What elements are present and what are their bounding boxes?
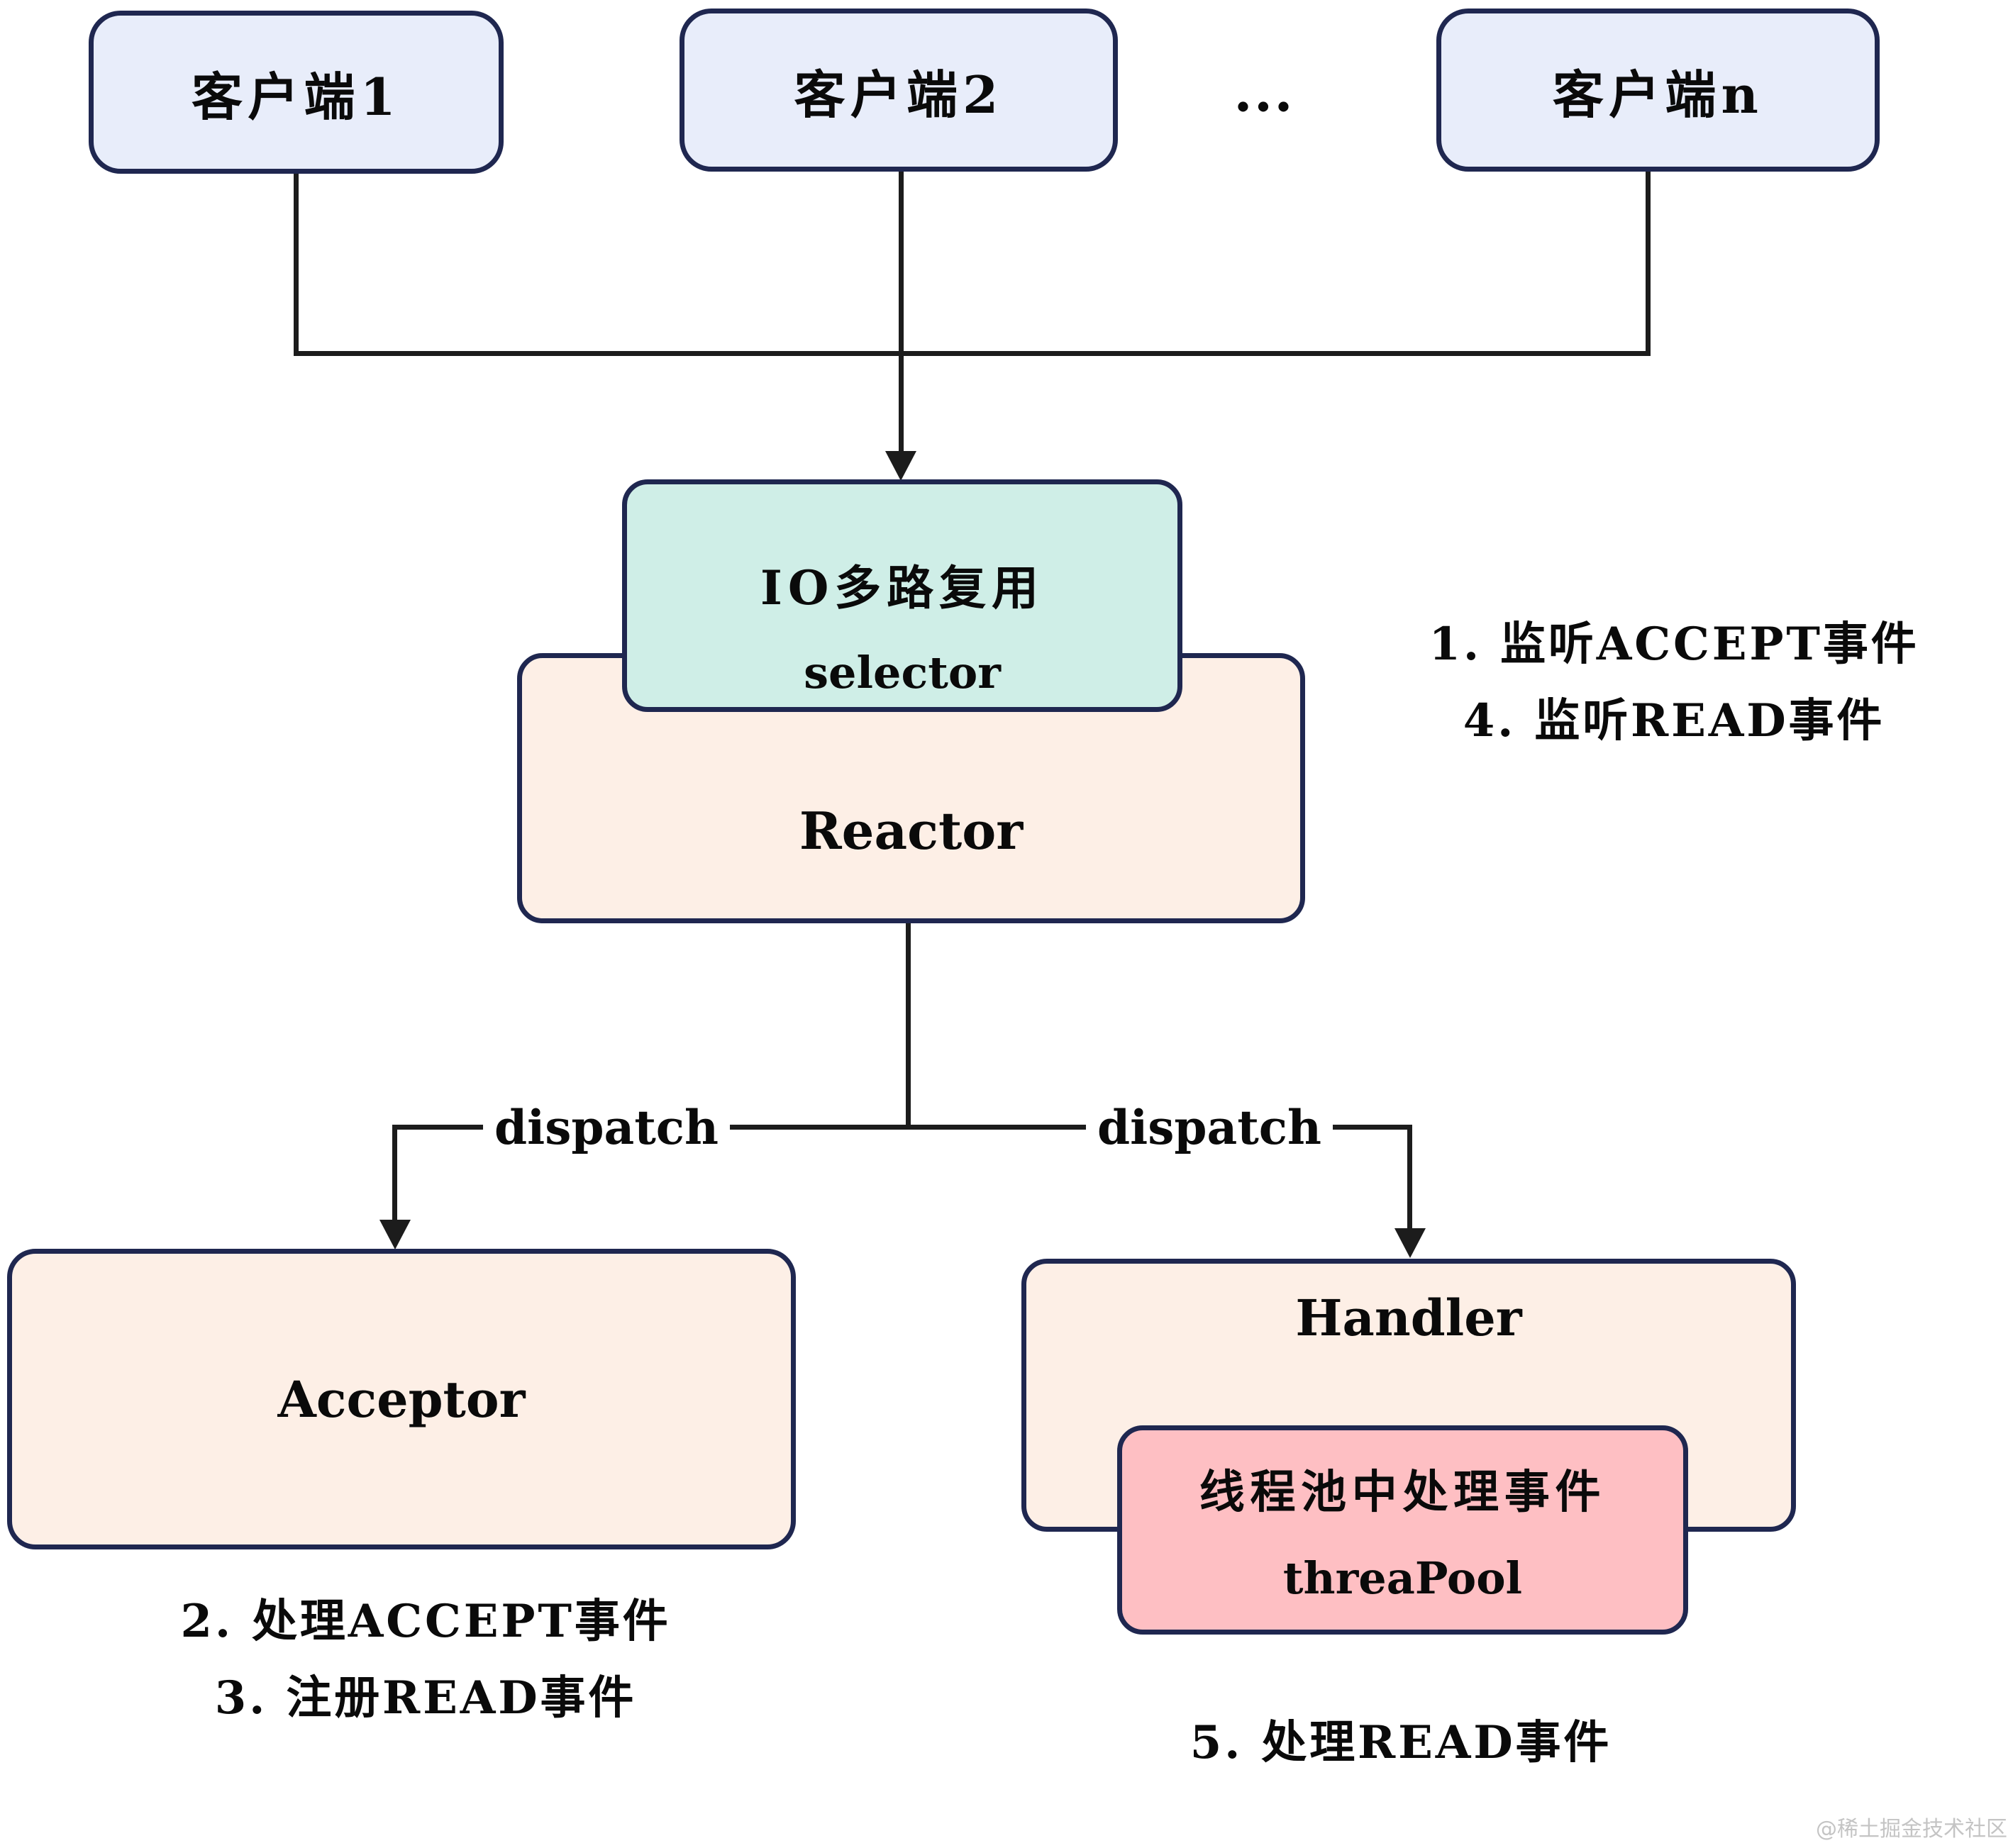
- listen-note-4: 4. 监听READ事件: [1463, 694, 1885, 747]
- dispatch-bus-line: [395, 1125, 1412, 1130]
- acceptor-note-3: 3. 注册READ事件: [214, 1671, 637, 1725]
- dispatch-left-line: [392, 1125, 397, 1224]
- clients-bus-line: [294, 351, 1651, 356]
- dispatch-left-label: dispatch: [483, 1100, 730, 1155]
- reactor-label: Reactor: [799, 801, 1024, 861]
- dispatch-right-line: [1407, 1125, 1412, 1230]
- client2-label: 客户端2: [794, 64, 1004, 125]
- read-note: 5. 处理READ事件: [1190, 1716, 1612, 1769]
- client1-label: 客户端1: [192, 66, 401, 127]
- reactor-down-line: [906, 923, 911, 1130]
- handler-label: Handler: [1295, 1288, 1522, 1347]
- selector-title-cn: IO多路复用: [760, 560, 1044, 616]
- clientn-label: 客户端n: [1552, 64, 1764, 125]
- acceptor-note-2: 2. 处理ACCEPT事件: [180, 1595, 671, 1648]
- client1-connector-line: [294, 174, 299, 356]
- watermark: @稀土掘金技术社区: [1816, 1817, 2007, 1842]
- acceptor-arrowhead-icon: [379, 1220, 411, 1249]
- handler-arrowhead-icon: [1394, 1228, 1426, 1258]
- selector-arrowhead-icon: [885, 451, 916, 481]
- dispatch-right-label: dispatch: [1086, 1100, 1333, 1155]
- client2-connector-line: [899, 172, 904, 454]
- selector-title-en: selector: [804, 646, 1001, 698]
- client1-box: 客户端1: [89, 11, 504, 174]
- io-multiplex-selector-box: IO多路复用 selector: [622, 479, 1182, 712]
- threadpool-box: 线程池中处理事件 threaPool: [1117, 1425, 1688, 1635]
- listen-note-1: 1. 监听ACCEPT事件: [1429, 618, 1919, 671]
- clientn-connector-line: [1646, 172, 1651, 356]
- acceptor-label: Acceptor: [277, 1369, 526, 1429]
- clients-ellipsis: ...: [1233, 60, 1294, 124]
- acceptor-box: Acceptor: [7, 1249, 796, 1549]
- threadpool-line-cn: 线程池中处理事件: [1199, 1466, 1607, 1519]
- client2-box: 客户端2: [680, 9, 1118, 172]
- listen-notes: 1. 监听ACCEPT事件 4. 监听READ事件: [1390, 606, 1958, 759]
- threadpool-line-en: threaPool: [1282, 1552, 1523, 1604]
- clientn-box: 客户端n: [1436, 9, 1880, 172]
- acceptor-notes: 2. 处理ACCEPT事件 3. 注册READ事件: [14, 1583, 837, 1737]
